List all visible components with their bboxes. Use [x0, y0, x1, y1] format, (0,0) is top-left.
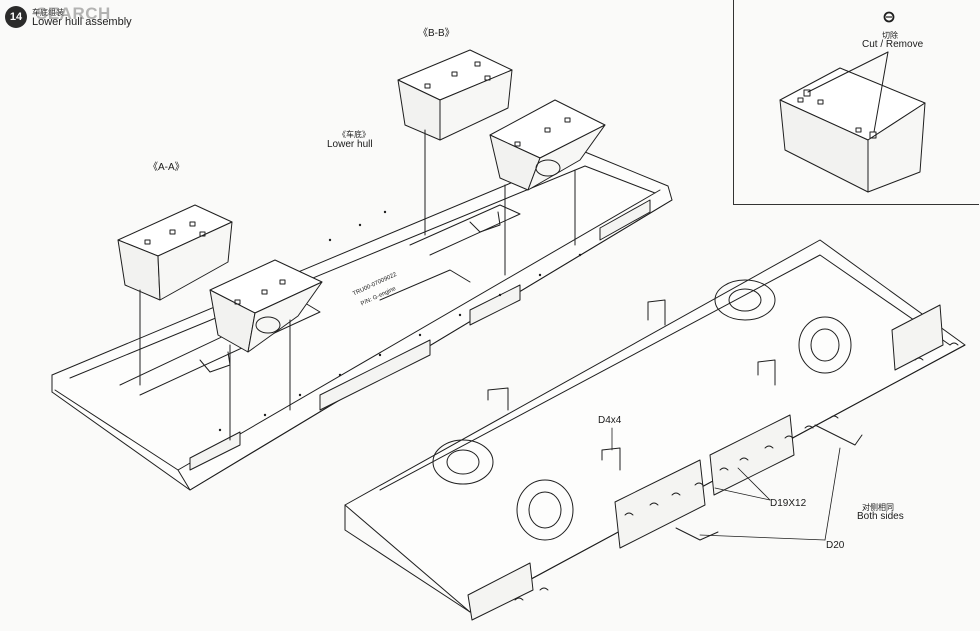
label-lower-hull-en: Lower hull [327, 139, 373, 150]
label-both-sides-en: Both sides [857, 511, 904, 522]
label-both-sides-zh: 对侧相同 [862, 503, 894, 512]
callout-detail-box [779, 51, 926, 193]
label-section-bb: 《B-B》 [418, 28, 455, 39]
box-bb [397, 49, 513, 236]
box-aa-turret [209, 259, 323, 441]
label-part-d4: D4x4 [598, 415, 622, 426]
label-part-d19: D19X12 [770, 498, 807, 509]
step-title-zh: 车底组装 [32, 8, 64, 17]
upper-hull-plate [344, 239, 966, 621]
cut-icon [883, 11, 895, 23]
watermark-text: SEARCH [36, 4, 111, 23]
label-cut-remove-zh: 切除 [882, 31, 898, 40]
label-section-aa: 《A-A》 [148, 162, 185, 173]
box-aa [117, 204, 233, 386]
box-bb-turret [489, 99, 606, 276]
label-cut-remove-en: Cut / Remove [862, 39, 924, 50]
lower-hull-tub [51, 151, 673, 491]
step-title-en: Lower hull assembly [32, 16, 132, 28]
callout-frame [733, 0, 979, 205]
label-lower-hull-zh: 《车底》 [338, 130, 370, 139]
step-number-badge: 14 [5, 6, 27, 28]
label-part-d20: D20 [826, 540, 845, 551]
leader-lines [611, 427, 841, 541]
